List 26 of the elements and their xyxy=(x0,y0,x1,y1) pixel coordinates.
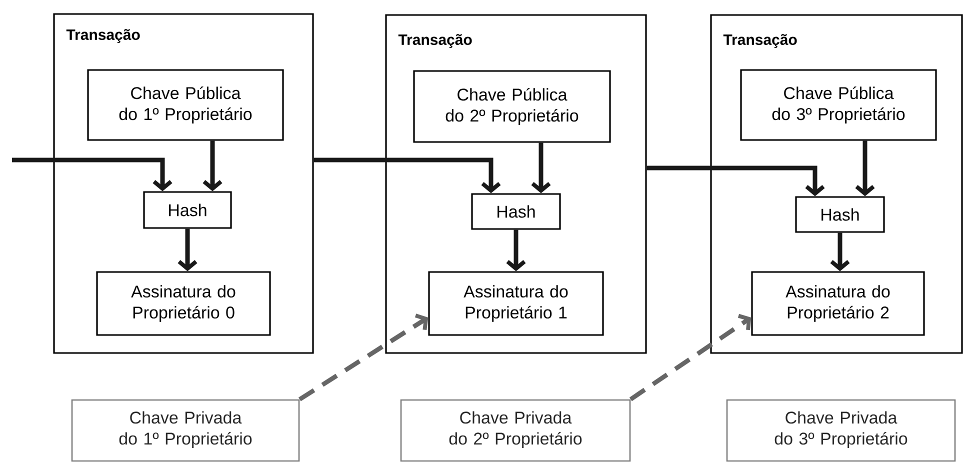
arrow xyxy=(646,166,825,196)
arrow xyxy=(12,158,172,192)
hash-box: Hash xyxy=(143,191,232,229)
hash-box: Hash xyxy=(471,193,561,230)
box-heading: Transação xyxy=(66,29,140,43)
arrow xyxy=(855,140,875,196)
text-box: Assinatura do Proprietário 2 xyxy=(751,271,925,336)
key-box: Chave Privada do 1º Proprietário xyxy=(71,399,300,462)
arrow xyxy=(506,230,526,272)
arrow xyxy=(629,314,752,402)
arrow xyxy=(531,142,551,194)
arrow xyxy=(314,158,501,194)
key-box: Chave Privada do 2º Proprietário xyxy=(400,399,631,462)
key-box: Chave Privada do 3º Proprietário xyxy=(726,399,956,462)
box-heading: Transação xyxy=(723,34,797,48)
arrow xyxy=(178,228,198,272)
arrow xyxy=(202,140,222,192)
text-box: Chave Pública do 1º Proprietário xyxy=(87,69,284,141)
box-heading: Transação xyxy=(398,34,472,48)
hash-box: Hash xyxy=(795,196,885,233)
arrow xyxy=(298,314,428,402)
text-box: Chave Pública do 2º Proprietário xyxy=(413,70,611,143)
text-box: Assinatura do Proprietário 0 xyxy=(96,271,271,336)
arrow xyxy=(830,232,850,272)
text-box: Assinatura do Proprietário 1 xyxy=(428,271,604,336)
text-box: Chave Pública do 3º Proprietário xyxy=(740,69,937,141)
